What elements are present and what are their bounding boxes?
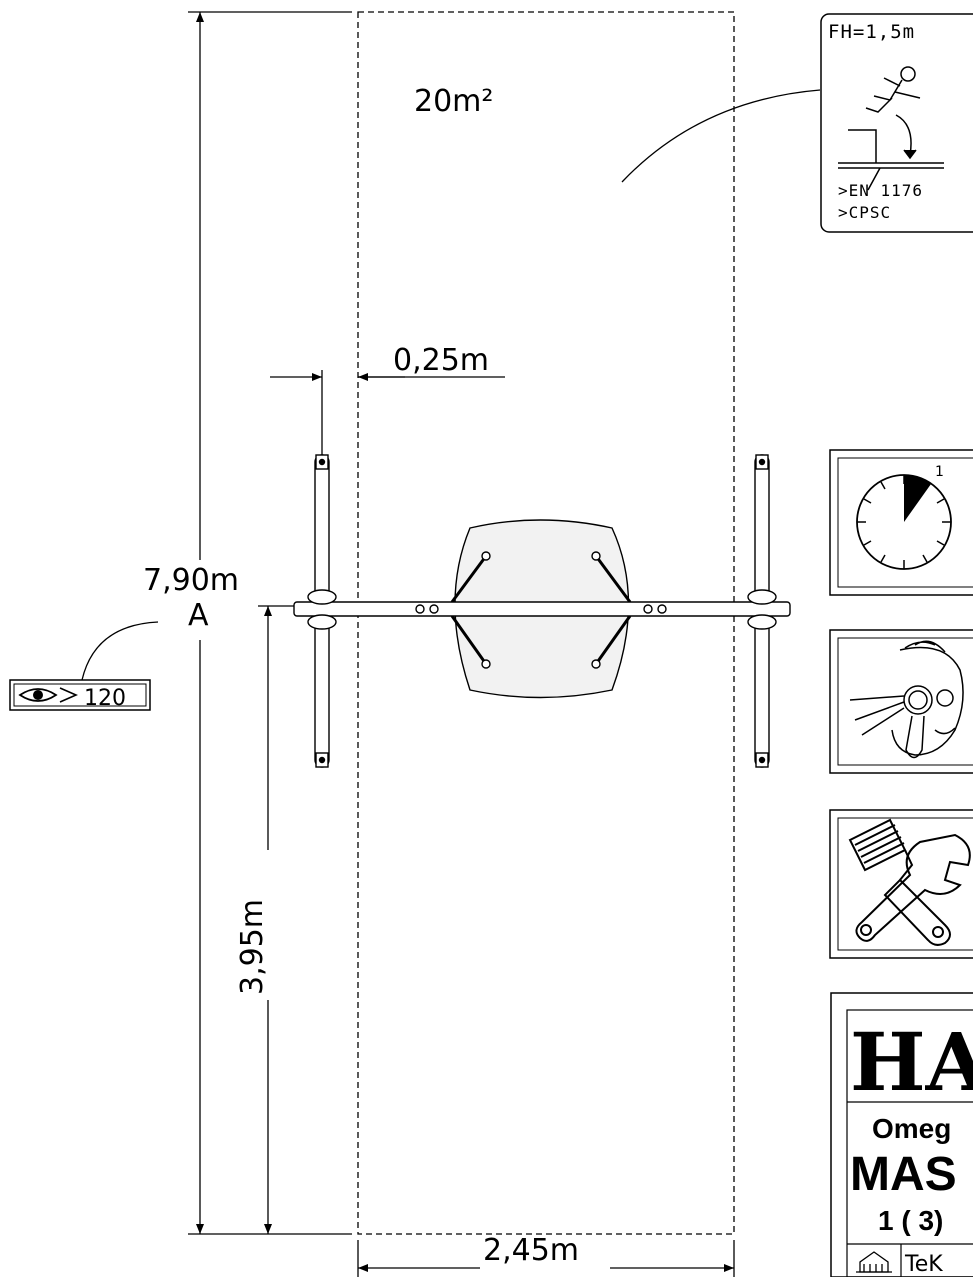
view-height-value: 120 bbox=[84, 686, 126, 711]
offset-dimension bbox=[270, 370, 505, 455]
area-label: 20m² bbox=[414, 84, 493, 119]
falling-child-icon bbox=[838, 66, 944, 191]
sheet-number: 1 ( 3) bbox=[878, 1205, 943, 1236]
width-label: 2,45m bbox=[483, 1233, 579, 1268]
half-length-dimension bbox=[258, 605, 296, 1234]
width-dimension bbox=[357, 1240, 735, 1277]
product-name: Omeg bbox=[872, 1113, 951, 1144]
length-dimension bbox=[188, 11, 352, 1235]
time-number: 1 bbox=[935, 464, 944, 480]
installation-time-icon: 1 bbox=[829, 449, 973, 596]
brand-logo: HA bbox=[850, 1015, 973, 1109]
beam bbox=[293, 601, 791, 617]
house-icon bbox=[856, 1251, 892, 1273]
safety-area bbox=[357, 11, 735, 1235]
title-block: HA Omeg MAS 1 ( 3) TeK bbox=[830, 992, 973, 1277]
product-code: MAS bbox=[850, 1148, 957, 1201]
standard-en1176: >EN 1176 bbox=[838, 181, 923, 200]
fall-height-text: FH=1,5m bbox=[828, 21, 915, 43]
fall-height-leader bbox=[621, 89, 821, 183]
footer-code: TeK bbox=[904, 1252, 943, 1277]
half-length-label: 3,95m bbox=[235, 899, 270, 995]
offset-label: 0,25m bbox=[393, 343, 489, 378]
fall-height-box: FH=1,5m >EN 1176 >CPSC bbox=[820, 13, 973, 233]
view-leader bbox=[81, 621, 159, 681]
view-height-badge: 120 bbox=[9, 679, 151, 711]
length-label: 7,90m bbox=[143, 563, 239, 598]
standard-cpsc: >CPSC bbox=[838, 203, 891, 222]
eye-icon bbox=[18, 687, 78, 703]
seesaw-equipment bbox=[293, 454, 791, 768]
inspection-icon bbox=[829, 629, 973, 774]
section-marker: A bbox=[188, 598, 209, 633]
maintenance-icon bbox=[829, 809, 973, 959]
